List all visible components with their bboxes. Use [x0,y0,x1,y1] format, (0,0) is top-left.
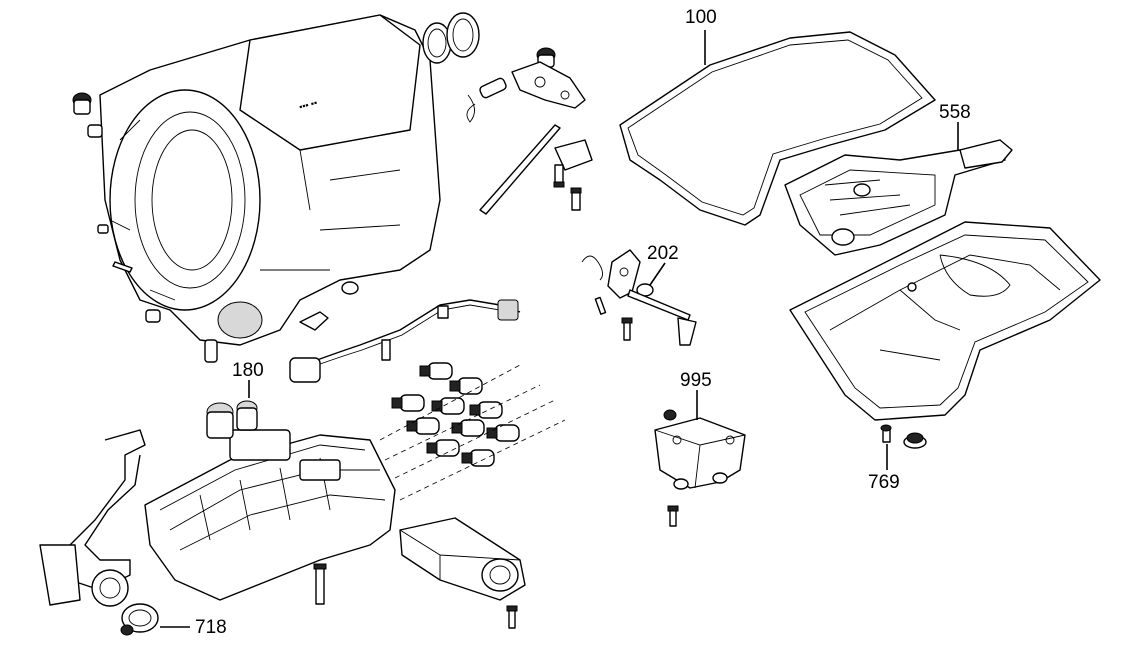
callout-100: 100 [685,7,717,28]
oil-filter [784,139,1013,256]
callout-995: 995 [680,370,712,391]
callout-558: 558 [939,102,971,123]
oil-pan-gasket [619,31,936,226]
selector-shaft-parts [581,249,697,346]
callout-202: 202 [647,243,679,264]
callout-769: 769 [868,472,900,493]
callout-leaders [160,30,959,628]
wiring-harness [289,299,521,383]
housing-plugs [72,92,359,363]
transmission-housing: ▪▪▪ ▪▪ [99,14,441,346]
seal-718 [120,603,159,636]
plugs-180 [206,400,258,439]
svg-text:▪▪▪ ▪▪: ▪▪▪ ▪▪ [298,97,318,111]
cable-bracket [39,429,146,607]
park-lock-parts [466,47,593,215]
drain-plug-769 [880,424,927,449]
actuator-module [399,517,526,629]
seal-rings [422,12,480,64]
oil-pan [789,221,1101,421]
solenoid-valves [379,362,566,501]
callout-718: 718 [195,617,227,638]
callout-180: 180 [232,360,264,381]
control-module [654,409,746,527]
valve-body [144,429,396,605]
